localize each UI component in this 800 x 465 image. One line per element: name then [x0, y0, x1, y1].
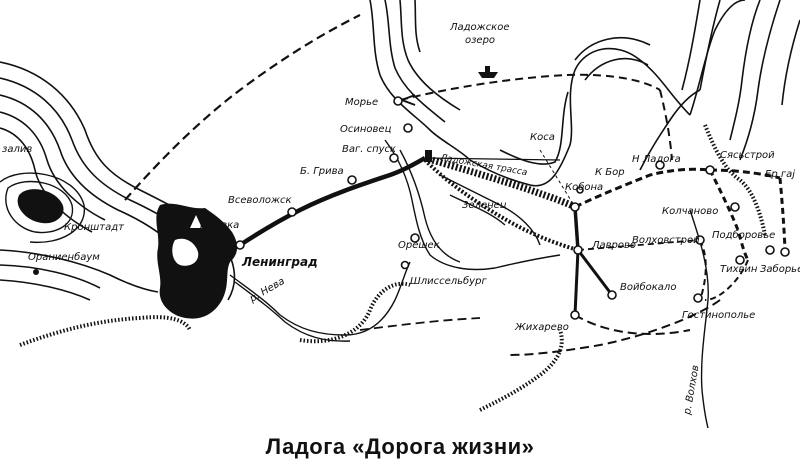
label-kobona: Кобона [565, 181, 603, 193]
lake-port-markers [33, 150, 432, 275]
rivers [229, 209, 709, 428]
label-r-neva: р. Нева [247, 276, 287, 305]
label-syasstroy: Сясьстрой [720, 150, 775, 161]
label-kosa: Коса [530, 132, 555, 143]
ship-icon [478, 66, 498, 78]
label-zaborye: Заборье [760, 263, 800, 275]
map-canvas: Ладожское озеро залив Кронштадт Ораниенб… [0, 0, 800, 428]
label-lavrovo: Лаврово [591, 240, 636, 251]
label-tikhvin: Тихвин [720, 264, 758, 275]
label-oranienbaum: Ораниенбаум [28, 251, 100, 263]
label-podborovye: Подборовье [712, 229, 775, 241]
road-of-life-land [124, 14, 427, 247]
label-vsevolozhsk: Всеволожск [228, 195, 292, 206]
label-gulf: залив [2, 144, 32, 155]
lake-supply-route [399, 73, 673, 161]
label-kronshtadt: Кронштадт [64, 222, 125, 233]
label-lake-1: Ладожское [449, 22, 510, 33]
ice-road [423, 149, 579, 252]
label-voybokalo: Войбокало [620, 281, 676, 293]
label-leningrad: Ленинград [241, 255, 318, 269]
kronshtadt-island [0, 172, 85, 244]
label-zelenets: Зеленец [462, 200, 507, 211]
label-oreshek: Орешек [398, 240, 440, 251]
label-k-bor: К Бор [595, 167, 625, 178]
label-volkhovstroy: Волховстрой [632, 235, 700, 246]
label-kolchanovo: Колчаново [662, 206, 718, 217]
eastern-routes [359, 89, 787, 356]
label-rzhevka: Ржевка [200, 220, 239, 231]
label-osinovets: Осиновец [340, 124, 392, 135]
label-gostinopolye: Гостинополье [682, 310, 755, 321]
station-markers [235, 96, 790, 320]
label-zhikharevo: Жихарево [514, 322, 569, 333]
label-n-ladoga: Н Ладога [632, 154, 681, 165]
label-r-volkhov: р. Волхов [682, 364, 702, 416]
label-shlisselburg: Шлиссельбург [410, 275, 487, 287]
label-b-griva: Б. Грива [300, 166, 344, 177]
label-lake-2: озеро [465, 35, 495, 46]
label-ep-gai: Ер гаj [765, 169, 795, 180]
label-vag-spusk: Ваг. спуск [342, 144, 396, 155]
map-title: Ладога «Дорога жизни» [265, 433, 535, 459]
map-labels: Ладожское озеро залив Кронштадт Ораниенб… [2, 22, 800, 417]
leningrad-city [156, 203, 238, 319]
railway-lines [19, 124, 767, 412]
label-morye: Морье [345, 97, 378, 108]
